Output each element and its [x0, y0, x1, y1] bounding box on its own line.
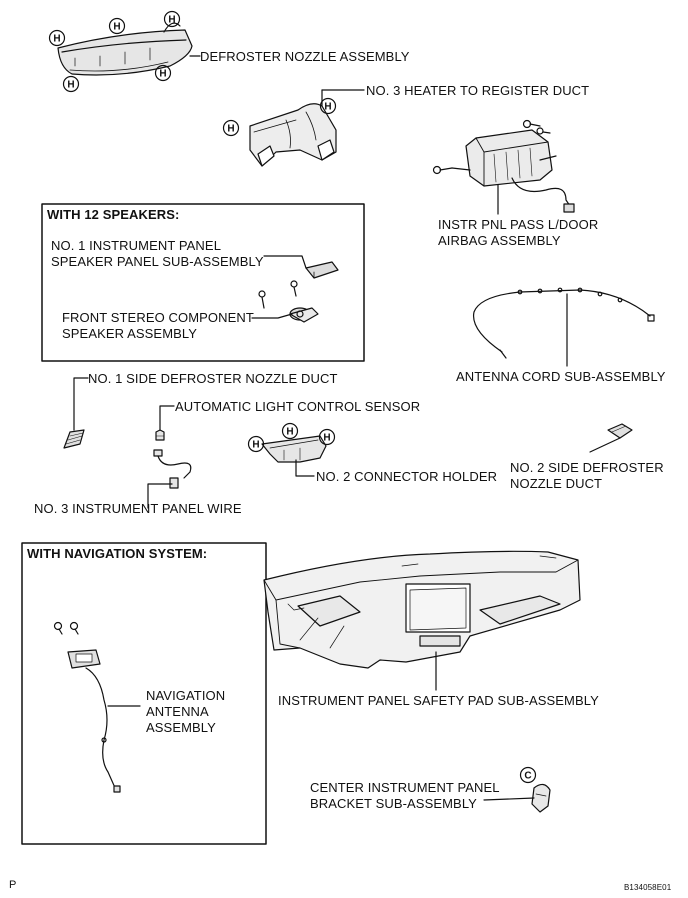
marker-hook-5: H	[159, 69, 166, 80]
marker-hook-7: H	[324, 102, 331, 113]
marker-hook-6: H	[227, 124, 234, 135]
page-letter: P	[9, 879, 17, 891]
side-duct-1-part	[63, 429, 85, 449]
marker-circle-hook-4	[62, 75, 80, 93]
marker-hook-2: H	[113, 22, 120, 33]
leader-stereo	[251, 313, 293, 319]
speakers-box-title: WITH 12 SPEAKERS:	[47, 207, 180, 222]
label-center-bracket-line1: CENTER INSTRUMENT PANEL	[310, 780, 500, 795]
label-speaker-panel-line2: SPEAKER PANEL SUB-ASSEMBLY	[51, 254, 264, 269]
label-light-sensor: AUTOMATIC LIGHT CONTROL SENSOR	[175, 399, 421, 414]
label-panel-wire: NO. 3 INSTRUMENT PANEL WIRE	[34, 501, 242, 516]
leader-side-duct-1	[73, 377, 89, 431]
label-side-duct-2-line1: NO. 2 SIDE DEFROSTER	[510, 460, 664, 475]
marker-hook-1: H	[53, 34, 60, 45]
marker-circle-hook-8	[247, 435, 265, 453]
label-antenna-cord: ANTENNA CORD SUB-ASSEMBLY	[456, 369, 666, 384]
label-defroster-nozzle: DEFROSTER NOZZLE ASSEMBLY	[200, 49, 410, 64]
leader-side-duct-2	[589, 437, 621, 453]
stereo-screw	[258, 290, 266, 309]
marker-clip-1: C	[524, 771, 531, 782]
label-speaker-panel-line1: NO. 1 INSTRUMENT PANEL	[51, 238, 222, 253]
label-side-duct-2-line2: NOZZLE DUCT	[510, 476, 603, 491]
nav-screw-2	[69, 621, 79, 635]
speakers-box	[41, 203, 365, 362]
label-heater-duct: NO. 3 HEATER TO REGISTER DUCT	[366, 83, 590, 98]
label-connector-holder: NO. 2 CONNECTOR HOLDER	[316, 469, 498, 484]
speaker-screw	[290, 280, 298, 297]
nav-antenna-part	[53, 621, 121, 793]
connector-holder-part	[261, 435, 327, 463]
marker-hook-9: H	[286, 427, 293, 438]
marker-circle-hook-7	[319, 97, 337, 115]
side-duct-2-part	[607, 423, 633, 439]
airbag-bolt-2	[536, 127, 551, 135]
antenna-cord-part	[472, 287, 655, 359]
center-bracket-part	[531, 783, 551, 813]
airbag-bolt-1	[522, 119, 541, 129]
heater-duct-part	[249, 103, 337, 167]
marker-circle-hook-5	[154, 64, 172, 82]
leader-center-bracket	[483, 797, 535, 801]
marker-circle-hook-1	[48, 29, 66, 47]
marker-circle-hook-10	[318, 428, 336, 446]
leader-connector-holder	[295, 459, 315, 477]
label-stereo-line1: FRONT STEREO COMPONENT	[62, 310, 254, 325]
safety-pad-part	[263, 550, 581, 669]
light-sensor-part	[155, 429, 165, 441]
nav-screw-1	[53, 621, 63, 635]
navigation-box	[21, 542, 267, 845]
label-center-bracket-line2: BRACKET SUB-ASSEMBLY	[310, 796, 477, 811]
label-side-duct-1: NO. 1 SIDE DEFROSTER NOZZLE DUCT	[88, 371, 338, 386]
marker-circle-hook-6	[222, 119, 240, 137]
label-nav-antenna-line2: ANTENNA	[146, 704, 209, 719]
navigation-box-title: WITH NAVIGATION SYSTEM:	[27, 546, 208, 561]
marker-hook-3: H	[168, 15, 175, 26]
label-airbag-line1: INSTR PNL PASS L/DOOR	[438, 217, 599, 232]
marker-hook-4: H	[67, 80, 74, 91]
figure-code: B134058E01	[624, 883, 672, 892]
panel-wire-part	[153, 449, 192, 489]
label-stereo-line2: SPEAKER ASSEMBLY	[62, 326, 198, 341]
marker-hook-10: H	[323, 433, 330, 444]
marker-circle-hook-2	[108, 17, 126, 35]
stereo-speaker-part	[289, 307, 319, 323]
leader-panel-wire	[147, 483, 173, 509]
airbag-bolt-3	[432, 165, 453, 175]
label-nav-antenna-line1: NAVIGATION	[146, 688, 226, 703]
defroster-nozzle-part	[57, 22, 193, 76]
label-airbag-line2: AIRBAG ASSEMBLY	[438, 233, 561, 248]
leader-speaker-panel	[263, 255, 307, 269]
speaker-panel-part	[305, 261, 339, 279]
marker-circle-hook-9	[281, 422, 299, 440]
airbag-part	[451, 129, 575, 213]
label-safety-pad: INSTRUMENT PANEL SAFETY PAD SUB-ASSEMBLY	[278, 693, 599, 708]
leader-light-sensor	[159, 405, 175, 431]
marker-circle-hook-3	[163, 10, 181, 28]
marker-circle-clip-1	[519, 766, 537, 784]
marker-hook-8: H	[252, 440, 259, 451]
label-nav-antenna-line3: ASSEMBLY	[146, 720, 216, 735]
